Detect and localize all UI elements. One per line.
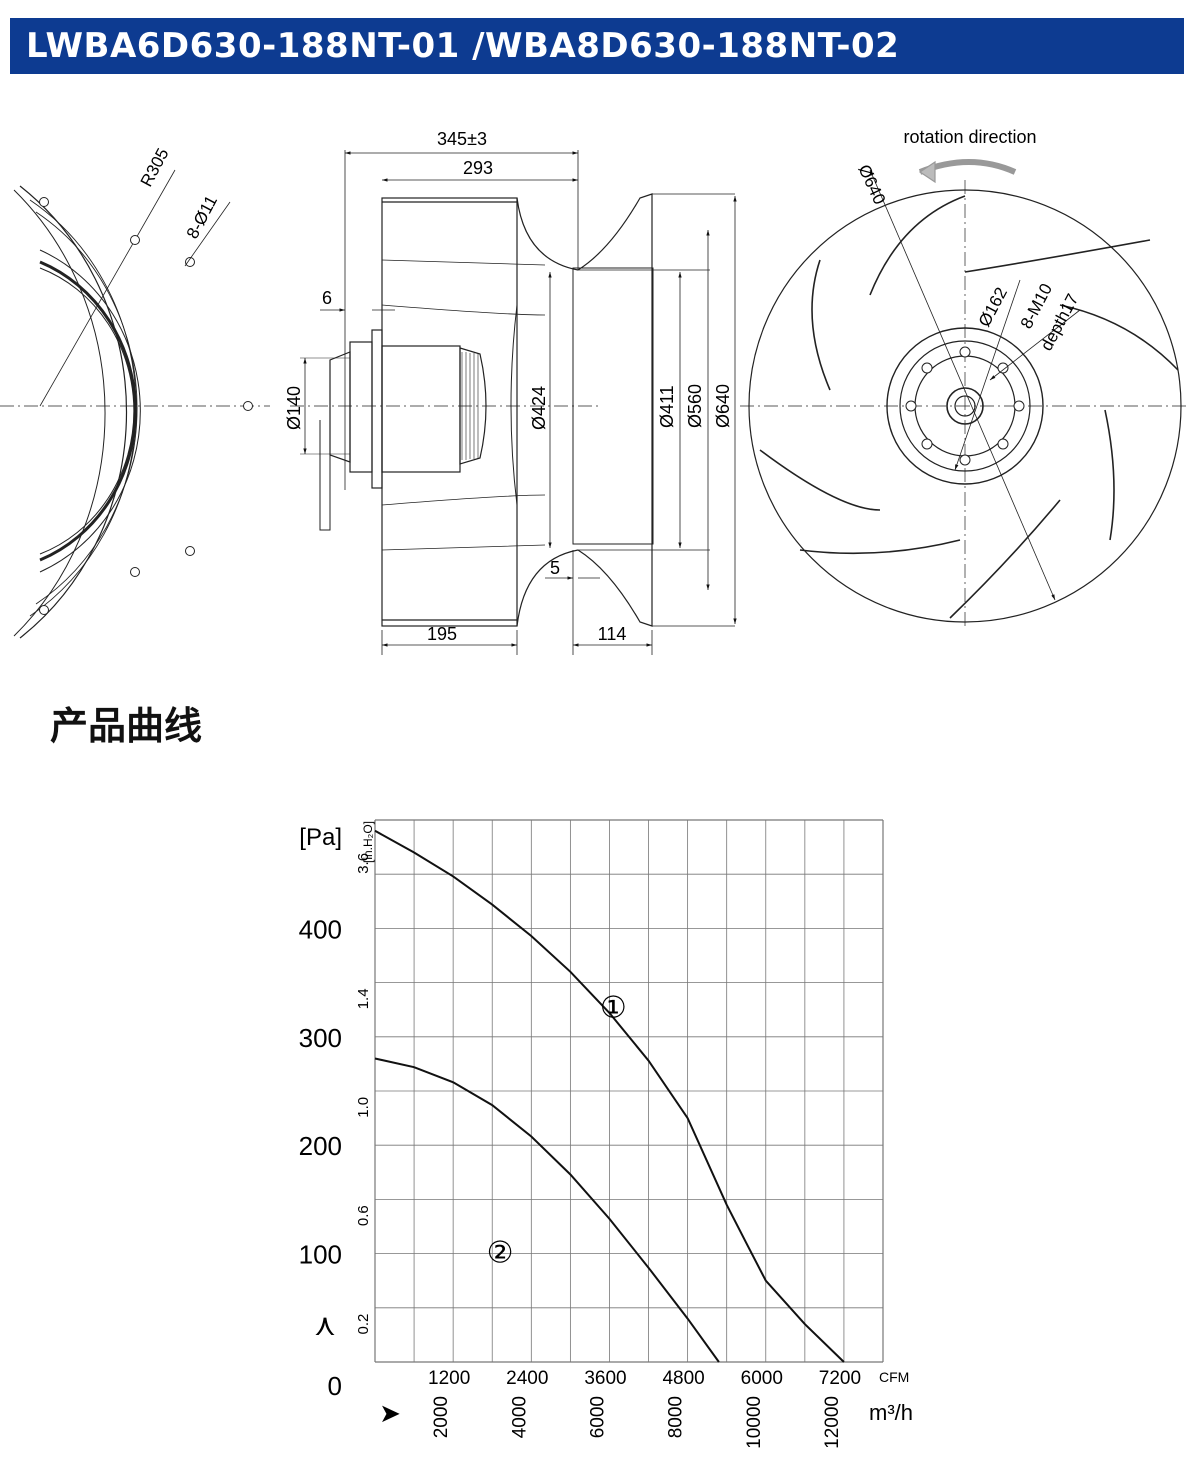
x-cfm-tick-label: 2400 <box>506 1368 548 1389</box>
x-cfm-tick-label: 6000 <box>741 1368 783 1389</box>
y-tick-label: 200 <box>299 1131 342 1161</box>
y-alt-tick-label: 0.6 <box>355 1205 372 1226</box>
dim-345: 345±3 <box>437 129 487 149</box>
x-m3h-tick-label: 4000 <box>509 1396 530 1438</box>
front-holes-label: 8-Ø11 <box>183 192 221 242</box>
chart-grid <box>374 819 884 1363</box>
y-tick-label: 100 <box>299 1240 342 1270</box>
x-cfm-tick-label: 1200 <box>428 1368 470 1389</box>
x-m3h-unit-label: m³/h <box>869 1400 913 1425</box>
dim-195: 195 <box>427 624 457 644</box>
x-m3h-tick-label: 10000 <box>744 1396 765 1449</box>
series-line-2 <box>374 1057 720 1363</box>
dim-640: Ø640 <box>713 384 733 428</box>
x-m3h-tick-label: 2000 <box>431 1396 452 1438</box>
y-tick-label: 400 <box>299 914 342 944</box>
section-heading: 产品曲线 <box>50 704 203 748</box>
dim-5: 5 <box>550 558 560 578</box>
x-arrow: ➤ <box>379 1398 401 1428</box>
chart-labels: 100 200 300 400 [Pa] 0 ⋏ 0.2 0.6 1.0 1.4 3.6[in.H₂O… <box>299 821 913 1449</box>
performance-chart: 100 200 300 400 [Pa] 0 ⋏ 0.2 0.6 1.0 1.4 3.6[in.H₂O… <box>299 819 913 1449</box>
impeller-dia-640: Ø640 <box>854 162 889 208</box>
x-cfm-tick-label: 4800 <box>662 1368 704 1389</box>
y-unit-label: [Pa] <box>299 824 342 851</box>
front-view <box>0 169 270 639</box>
dim-114: 114 <box>598 624 627 644</box>
y-alt-tick-label: 3.6 <box>355 853 372 874</box>
dim-560: Ø560 <box>685 384 705 428</box>
side-view <box>290 150 737 655</box>
page-title: LWBA6D630-188NT-01 /WBA8D630-188NT-02 <box>10 18 1184 74</box>
technical-drawing: R305 8-Ø11 <box>0 127 1190 655</box>
x-m3h-tick-label: 6000 <box>587 1396 608 1438</box>
y-alt-tick-label: 1.4 <box>355 988 372 1009</box>
y-tick-label: 300 <box>299 1023 342 1053</box>
rotation-label: rotation direction <box>903 127 1036 147</box>
y-alt-tick-label: 1.0 <box>355 1097 372 1118</box>
y-alt-tick-label: 0.2 <box>355 1314 372 1335</box>
y-zero-label: 0 <box>328 1371 342 1401</box>
x-m3h-tick-label: 8000 <box>666 1396 687 1438</box>
impeller-view <box>740 159 1190 630</box>
y-arrow: ⋏ <box>314 1309 336 1342</box>
dim-6: 6 <box>322 288 332 308</box>
dim-424: Ø424 <box>529 386 549 430</box>
chart-series <box>374 829 845 1363</box>
dim-411: Ø411 <box>657 385 677 428</box>
dim-293: 293 <box>463 158 493 178</box>
x-cfm-tick-label: 7200 <box>819 1368 861 1389</box>
x-m3h-tick-label: 12000 <box>822 1396 843 1449</box>
series-line-1 <box>374 829 845 1363</box>
x-cfm-tick-label: 3600 <box>584 1368 626 1389</box>
y-alt-unit-label: [in.H₂O] <box>361 821 375 863</box>
series-label-2: ② <box>487 1236 514 1269</box>
dim-140: Ø140 <box>284 386 304 430</box>
series-label-1: ① <box>600 991 627 1024</box>
x-cfm-unit-label: CFM <box>879 1369 909 1385</box>
